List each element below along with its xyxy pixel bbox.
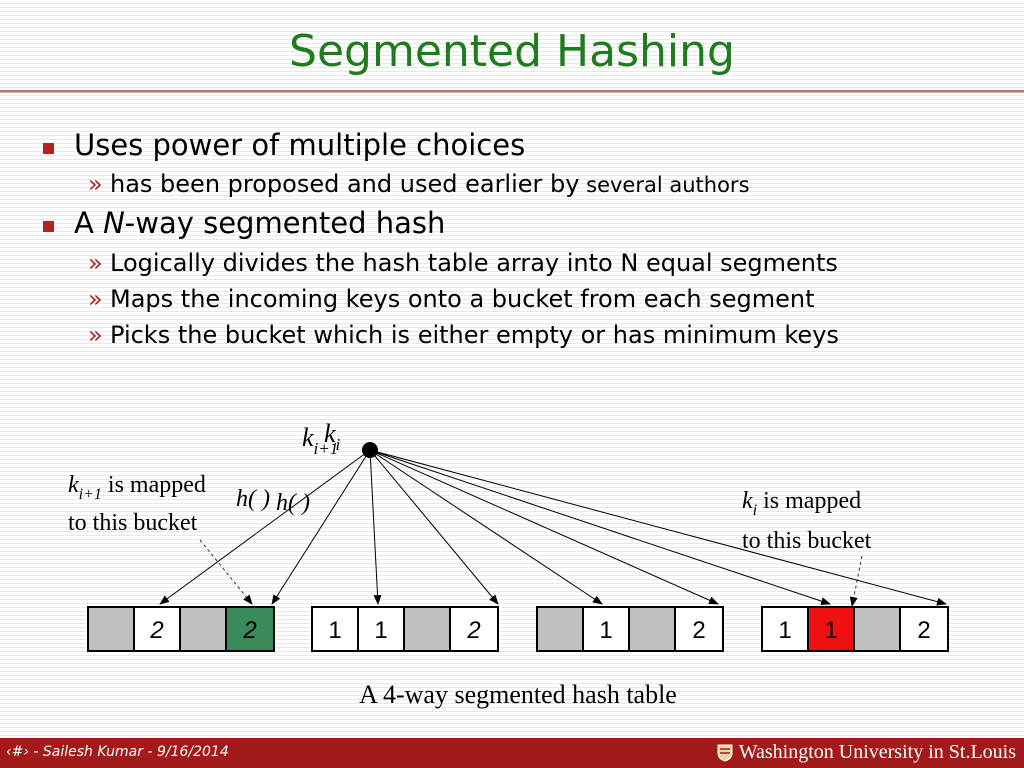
bucket-cell: [536, 606, 584, 652]
right-note-leader: [849, 555, 863, 607]
bucket-cell: [674, 606, 724, 652]
sub-bullet-text: has been proposed and used earlier by: [110, 170, 580, 198]
bullet-2-text-italic: N: [103, 206, 125, 240]
left-note-line2: to this bucket: [68, 510, 198, 536]
university-logo: Washington University in St.Louis: [717, 741, 1016, 764]
sub-bullet-text: Logically divides the hash table array i…: [110, 249, 838, 277]
sub-bullet-marker: »: [88, 321, 103, 349]
right-note-line2: to this bucket: [742, 528, 872, 554]
hash-arrow: [369, 449, 499, 605]
sub-bullet-text: Picks the bucket which is either empty o…: [110, 321, 839, 349]
bucket-cell: [357, 606, 405, 652]
bucket-cell: [403, 606, 451, 652]
bucket-cell: [133, 606, 181, 652]
sub-bullet-small-text: several authors: [579, 173, 750, 197]
bucket-key-count: 1: [374, 617, 387, 644]
bucket-cell: [807, 606, 855, 652]
sub-bullet-text: Maps the incoming keys onto a bucket fro…: [110, 285, 815, 313]
sub-bullet-marker: »: [88, 285, 103, 313]
bucket-cell: [179, 606, 227, 652]
hash-arrow: [271, 449, 371, 605]
bucket-key-count: 1: [824, 617, 837, 644]
hash-arrow: [159, 449, 371, 605]
bucket-cell: [761, 606, 809, 652]
bucket-cell: [449, 606, 499, 652]
bullet-1-text: Uses power of multiple choices: [74, 128, 526, 162]
hash-function-label-a: h( ): [236, 486, 270, 512]
bucket-key-count: 1: [778, 617, 791, 644]
footer-bar: ‹#› - Sailesh Kumar - 9/16/2014 Washingt…: [0, 738, 1024, 768]
footer-text: ‹#› - Sailesh Kumar - 9/16/2014: [6, 744, 229, 760]
sub-bullet-2-3: »Picks the bucket which is either empty …: [88, 321, 839, 349]
hash-function-label-b: h( ): [276, 490, 310, 516]
sub-bullet-2-2: »Maps the incoming keys onto a bucket fr…: [88, 285, 815, 313]
bucket-cell: [87, 606, 135, 652]
hash-arrow: [369, 449, 947, 606]
left-note-leader: [199, 539, 253, 605]
bucket-key-count: 2: [149, 617, 163, 644]
shield-icon: [717, 744, 733, 762]
hash-arrows: [159, 449, 947, 606]
title-divider: [0, 90, 1024, 93]
bucket-cell: [225, 606, 275, 652]
hash-diagram: ki+1 ki h( ) h( ) ki+1 is mapped to this…: [68, 419, 949, 709]
sub-bullet-marker: »: [88, 170, 103, 198]
bullet-2: A N-way segmented hash: [42, 206, 446, 240]
bucket-key-count: 1: [328, 617, 341, 644]
bucket-key-count: 2: [466, 617, 480, 644]
hash-arrow: [369, 449, 831, 605]
bucket-cell: [853, 606, 901, 652]
hash-arrow: [369, 449, 382, 605]
segment-2: 1 1 2: [311, 606, 499, 652]
bullet-list: Uses power of multiple choices »has been…: [42, 128, 839, 349]
bucket-key-count: 2: [692, 617, 705, 644]
bucket-cell: [899, 606, 949, 652]
bullet-2-text-after: -way segmented hash: [124, 206, 446, 240]
bullet-2-text-before: A: [74, 206, 104, 240]
university-logo-text: Washington University in St.Louis: [738, 741, 1016, 763]
slide-title: Segmented Hashing: [289, 26, 735, 77]
sub-bullet-1-1: »has been proposed and used earlier by s…: [88, 170, 750, 198]
hash-arrow: [369, 449, 719, 605]
segment-4: 1 1 2: [761, 606, 949, 652]
sub-bullet-marker: »: [88, 249, 103, 277]
bucket-key-count: 2: [242, 617, 256, 644]
bucket-cell: [628, 606, 676, 652]
bucket-key-count: 1: [599, 617, 612, 644]
bucket-cell: [582, 606, 630, 652]
key-label-ki: ki: [324, 419, 341, 454]
key-label-ki1: ki+1: [302, 423, 338, 458]
bucket-key-count: 2: [917, 617, 930, 644]
sub-bullet-2-1: »Logically divides the hash table array …: [88, 249, 838, 277]
left-note-line1: ki+1 is mapped: [68, 472, 206, 503]
hash-arrow: [369, 449, 603, 605]
diagram-caption: A 4-way segmented hash table: [359, 680, 677, 709]
bullet-1: Uses power of multiple choices: [42, 128, 526, 162]
right-note-line1: ki is mapped: [742, 488, 861, 519]
